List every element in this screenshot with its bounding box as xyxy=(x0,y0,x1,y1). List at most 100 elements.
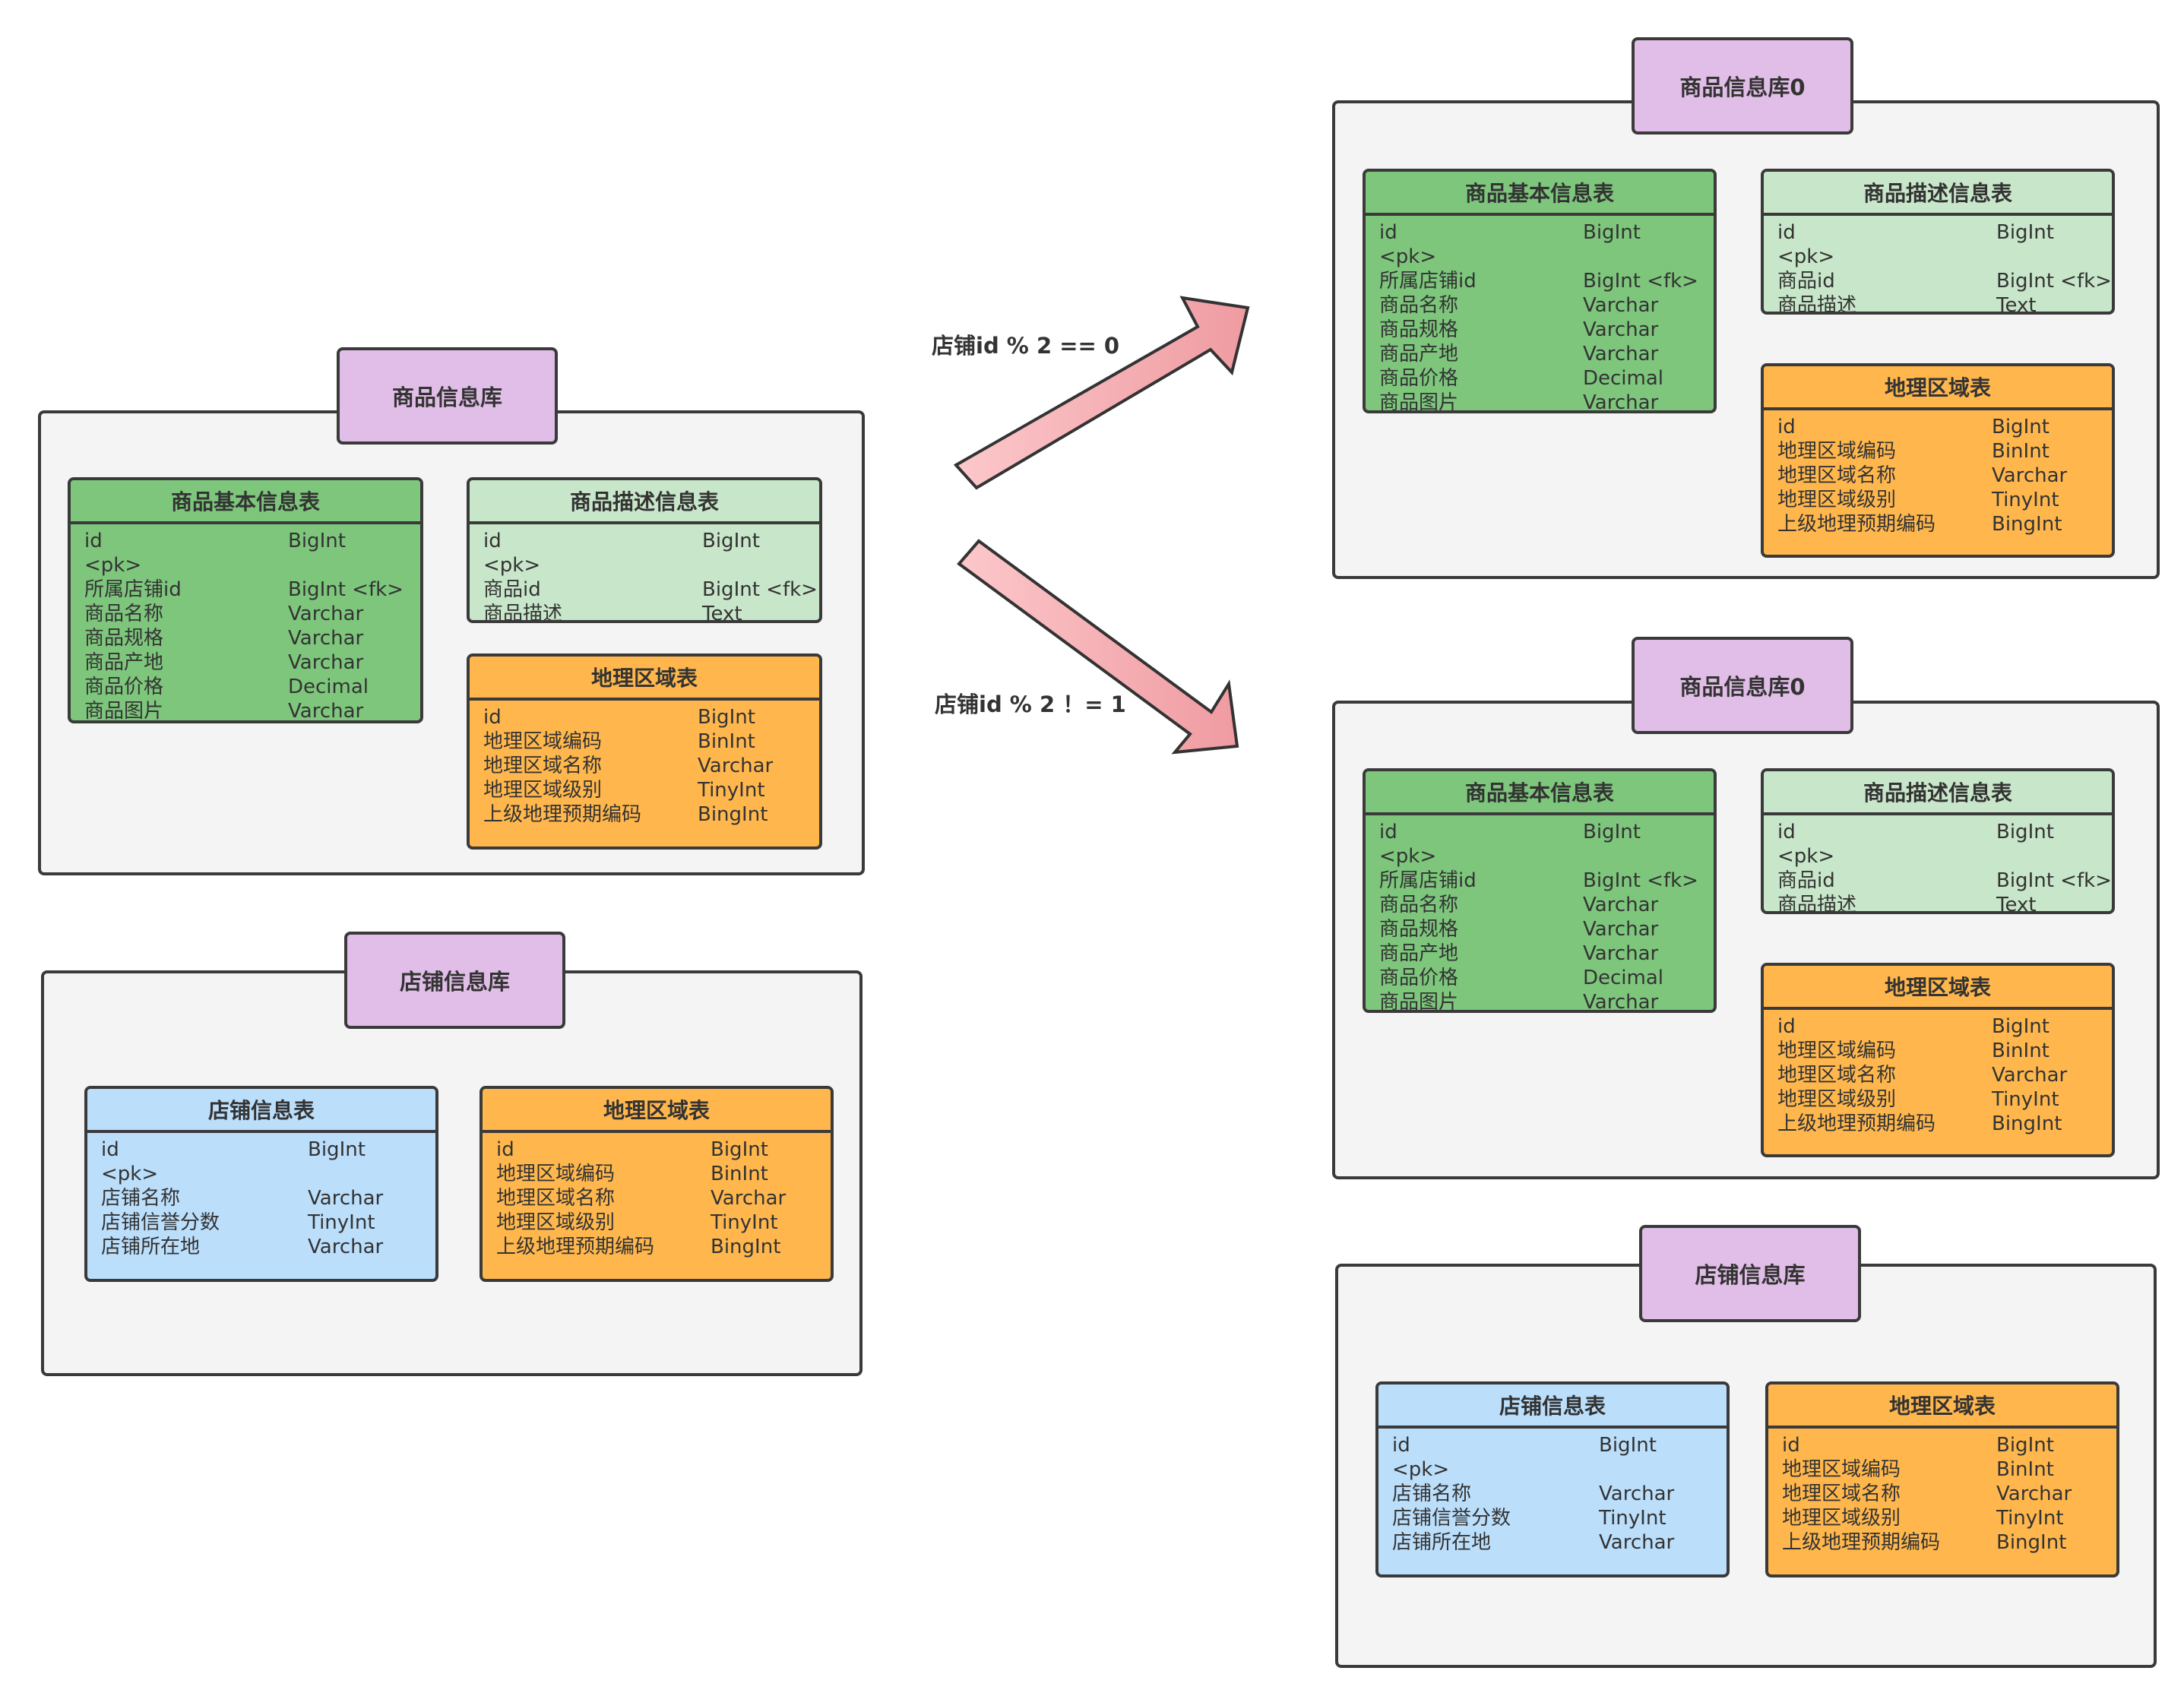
field-type: Text xyxy=(1996,894,2037,914)
field-name: 地理区域级别 xyxy=(1777,489,1897,511)
field-type: Varchar xyxy=(1583,918,1659,941)
field-type: BinInt xyxy=(1992,1040,2049,1062)
field-type: BigInt xyxy=(1996,1434,2054,1457)
field-type: BingInt xyxy=(1992,513,2062,536)
field-type: BinInt xyxy=(698,730,755,753)
field-name: 地理区域编码 xyxy=(1782,1458,1901,1481)
field-name: 地理区域级别 xyxy=(1782,1507,1901,1530)
field-name: 商品价格 xyxy=(1379,367,1459,390)
field-row: 上级地理预期编码 BingInt xyxy=(1782,1530,2103,1555)
field-name: 商品id xyxy=(1777,869,1835,892)
table-title: 地理区域表 xyxy=(470,657,819,701)
db-title-product-shard-1: 商品信息库0 xyxy=(1632,637,1853,734)
table-title: 店铺信息表 xyxy=(87,1089,435,1133)
field-name: id xyxy=(84,530,103,552)
field-type: BingInt xyxy=(1996,1531,2067,1554)
field-type: BigInt xyxy=(698,706,755,729)
field-name: 地理区域名称 xyxy=(1782,1483,1901,1505)
field-name: 上级地理预期编码 xyxy=(1777,513,1936,536)
field-row: <pk> xyxy=(1379,844,1700,869)
db-title-product-source: 商品信息库 xyxy=(337,347,558,445)
field-name: 店铺信誉分数 xyxy=(1392,1507,1511,1530)
field-type: TinyInt xyxy=(1992,489,2059,511)
field-name: <pk> xyxy=(1379,845,1437,868)
field-name: 商品价格 xyxy=(1379,967,1459,989)
field-name: 地理区域级别 xyxy=(496,1211,616,1234)
table-title: 商品基本信息表 xyxy=(1366,771,1714,815)
field-type: Varchar xyxy=(1992,464,2068,487)
field-name: id xyxy=(1777,221,1796,244)
field-name: 商品图片 xyxy=(84,700,164,723)
field-name: 商品价格 xyxy=(84,676,164,698)
field-name: <pk> xyxy=(101,1163,159,1185)
field-type: Varchar xyxy=(698,755,774,777)
field-name: id xyxy=(1777,821,1796,843)
arrow-to-shard-0 xyxy=(953,296,1250,490)
field-name: 商品名称 xyxy=(1379,294,1459,317)
field-row: 地理区域级别 TinyInt xyxy=(1777,488,2098,512)
field-type: Varchar xyxy=(288,603,364,625)
field-type: BigInt <fk> xyxy=(1583,270,1698,293)
field-row: 商品描述 Text xyxy=(1777,893,2098,914)
field-type: Text xyxy=(1996,294,2037,315)
field-type: Varchar xyxy=(1599,1483,1675,1505)
table-title: 店铺信息表 xyxy=(1378,1384,1727,1429)
field-type: BigInt <fk> xyxy=(702,578,818,601)
field-name: 商品id xyxy=(1777,270,1835,293)
field-type: BigInt <fk> xyxy=(288,578,404,601)
field-type: BinInt xyxy=(1996,1458,2054,1481)
field-name: id xyxy=(101,1138,119,1161)
field-type: Varchar xyxy=(1992,1064,2068,1087)
field-name: 店铺信誉分数 xyxy=(101,1211,220,1234)
field-row: <pk> xyxy=(1777,245,2098,269)
field-name: 商品描述 xyxy=(1777,894,1857,914)
field-type: TinyInt xyxy=(698,779,765,802)
field-name: 上级地理预期编码 xyxy=(1782,1531,1941,1554)
field-type: Varchar xyxy=(1583,894,1659,916)
field-name: 商品规格 xyxy=(1379,918,1459,941)
field-name: 商品产地 xyxy=(84,651,164,674)
field-name: 店铺名称 xyxy=(1392,1483,1472,1505)
field-name: 上级地理预期编码 xyxy=(483,803,642,826)
field-type: Varchar xyxy=(1583,318,1659,341)
table-title: 商品描述信息表 xyxy=(1764,172,2112,216)
field-name: id xyxy=(1777,1015,1796,1038)
table-title: 商品基本信息表 xyxy=(71,480,420,524)
field-type: Varchar xyxy=(1583,942,1659,965)
field-name: 上级地理预期编码 xyxy=(496,1236,655,1258)
field-row: <pk> xyxy=(101,1162,422,1186)
field-name: id xyxy=(1777,416,1796,438)
field-name: id xyxy=(483,706,502,729)
